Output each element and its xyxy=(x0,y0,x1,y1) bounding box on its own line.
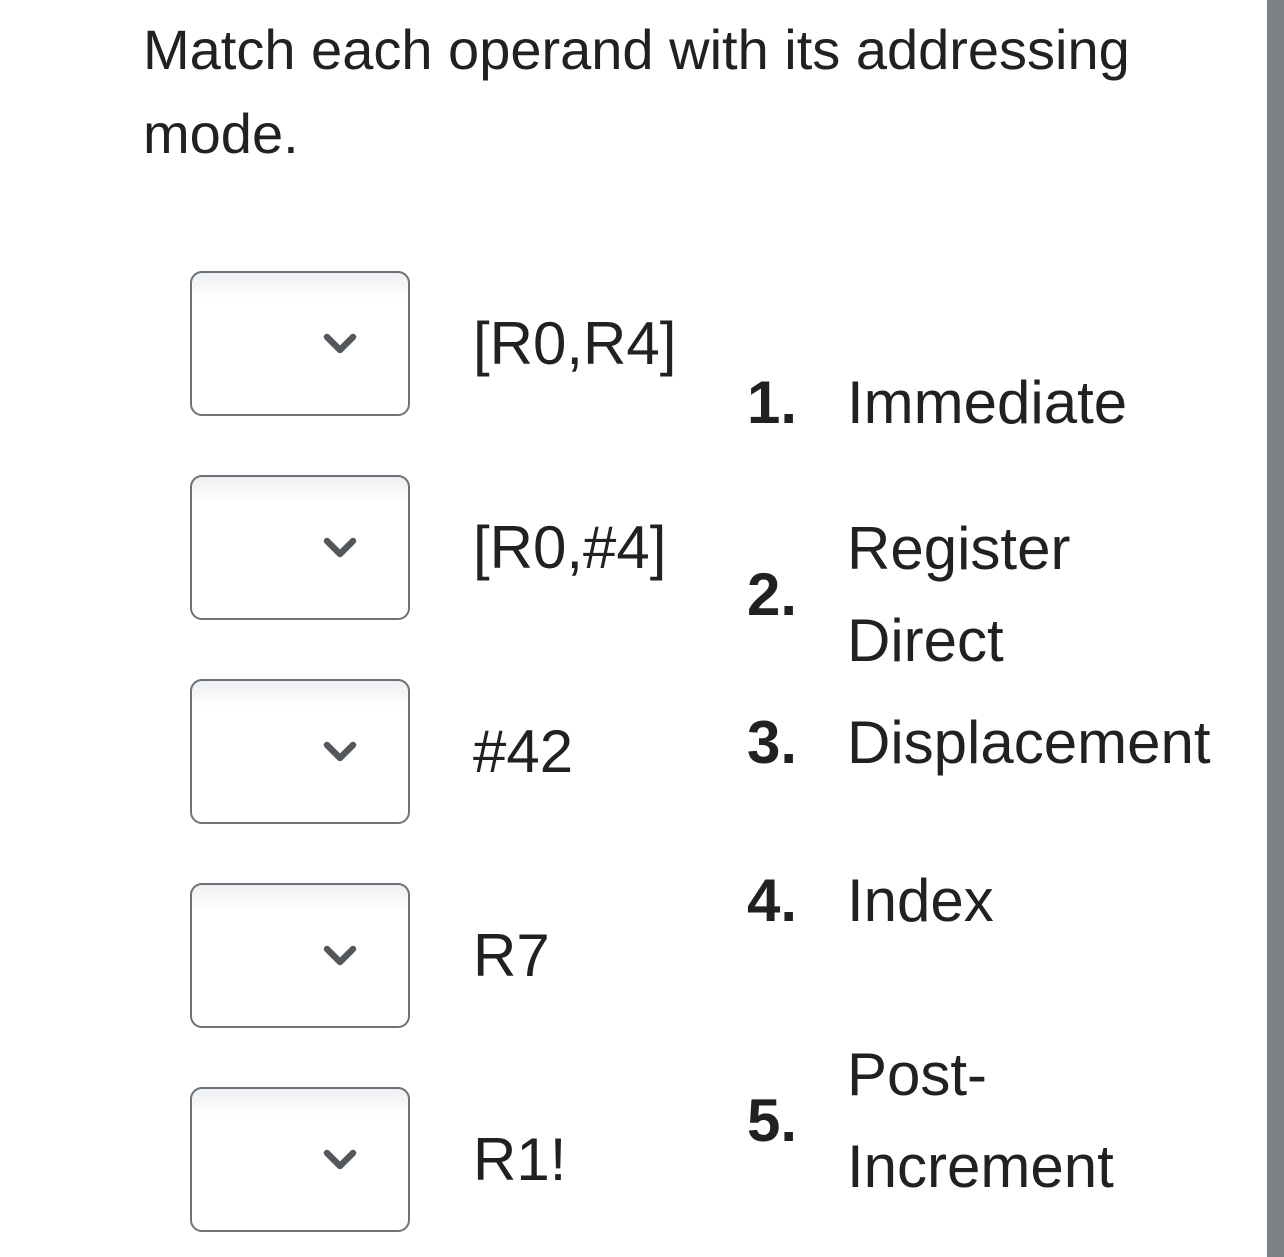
match-row: [R0,#4] xyxy=(190,475,666,620)
addressing-mode-select-2[interactable] xyxy=(190,475,410,620)
chevron-down-icon xyxy=(323,1149,357,1169)
scrollbar[interactable] xyxy=(1267,0,1284,1257)
choice-item: 2. Register Direct xyxy=(747,503,1227,687)
match-row: R1! xyxy=(190,1087,566,1232)
choice-label: Index xyxy=(847,867,994,934)
chevron-down-icon xyxy=(323,537,357,557)
choice-item: 1. Immediate xyxy=(747,357,1227,449)
addressing-mode-select-5[interactable] xyxy=(190,1087,410,1232)
choice-label: Displacement xyxy=(847,709,1211,776)
question-prompt: Match each operand with its addressing m… xyxy=(143,18,1130,165)
match-row: #42 xyxy=(190,679,573,824)
choice-item: 4. Index xyxy=(747,855,1227,947)
addressing-mode-select-4[interactable] xyxy=(190,883,410,1028)
operand-label: R1! xyxy=(473,1125,567,1193)
chevron-down-icon xyxy=(323,945,357,965)
match-row: [R0,R4] xyxy=(190,271,676,416)
addressing-mode-select-1[interactable] xyxy=(190,271,410,416)
chevron-down-icon xyxy=(323,741,357,761)
operand-label: [R0,#4] xyxy=(473,513,667,581)
choice-label: Register Direct xyxy=(847,515,1071,674)
choice-label: Immediate xyxy=(847,369,1128,436)
choice-label: Post-Increment xyxy=(847,1041,1114,1200)
choice-item: 3. Displacement xyxy=(747,697,1227,789)
choice-number: 4. xyxy=(747,867,798,934)
operand-label: R7 xyxy=(473,921,550,989)
operand-label: #42 xyxy=(473,717,574,785)
choice-number: 5. xyxy=(747,1087,798,1154)
match-row: R7 xyxy=(190,883,550,1028)
choice-number: 2. xyxy=(747,561,798,628)
chevron-down-icon xyxy=(323,333,357,353)
addressing-mode-select-3[interactable] xyxy=(190,679,410,824)
operand-label: [R0,R4] xyxy=(473,309,677,377)
choice-number: 1. xyxy=(747,369,798,436)
choice-number: 3. xyxy=(747,709,798,776)
choice-item: 5. Post-Increment xyxy=(747,1029,1227,1213)
